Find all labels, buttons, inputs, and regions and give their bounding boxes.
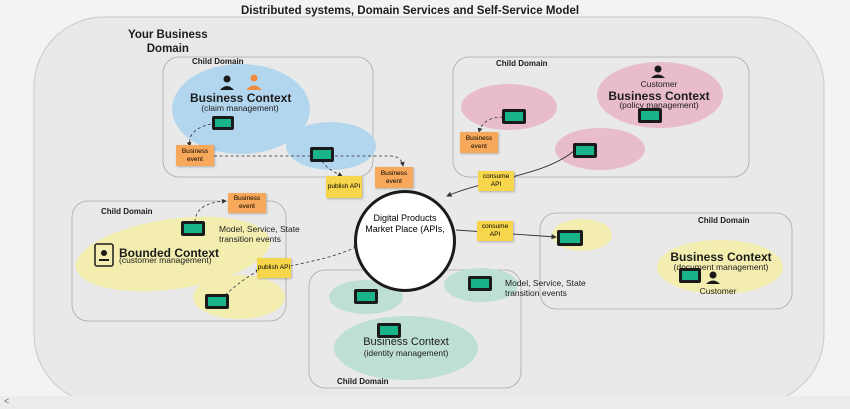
policy-context-title: Business Context [608,89,710,103]
publish-api-note: publish API [257,258,291,278]
identity-context-blob [334,316,478,380]
business-domain-title-line1: Your Business [128,29,208,41]
connector-customer-service-to-publish [224,269,261,296]
child-domain-claims [162,56,374,178]
child-domain-document [539,212,793,310]
connector-customer-monitor-to-event [194,198,227,223]
child-domain-policy [452,56,750,178]
policy-service-blob-1 [461,84,557,130]
child-domain-label: Child Domain [496,59,548,68]
child-domain-label: Child Domain [192,57,244,66]
monitor-icon [377,323,401,338]
document-role: Customer [699,286,737,296]
business-domain-title: Your Business Domain [128,28,208,56]
marketplace-label: Digital Products Market Place (APIs, [365,213,445,234]
monitor-icon [354,289,378,304]
monitor-icon [679,268,701,283]
claims-context-title: Business Context [190,91,292,105]
horizontal-scrollbar[interactable]: < [0,396,850,409]
document-context-title: Business Context [670,250,772,264]
connector-policy-monitor-to-event [477,116,504,133]
publish-api-note: publish API [326,176,362,198]
monitor-icon [573,143,597,158]
monitor-icon [181,221,205,236]
identity-desc-line1: Model, Service, State [505,278,586,288]
customer-context-blob [75,216,271,292]
claims-context-blob [172,64,310,154]
consume-api-note: consume API [478,171,514,191]
customer-context-title: Bounded Context [119,246,219,260]
person-icon [651,65,665,78]
child-domain-label: Child Domain [698,216,750,225]
connector-publish-to-marketplace [289,245,359,267]
connector-policy-consume [446,149,576,197]
policy-context-subtitle: (policy management) [619,100,699,110]
consume-api-note: consume API [477,221,513,241]
monitor-icon [205,294,229,309]
person-icon [246,74,262,90]
policy-context-blob [597,62,723,128]
scroll-left-icon[interactable]: < [4,396,10,406]
monitor-icon [557,230,583,246]
business-event-note: Business event [460,132,498,153]
page-title: Distributed systems, Domain Services and… [240,5,580,17]
marketplace-hub: Digital Products Market Place (APIs, [354,190,456,292]
policy-service-blob-2 [555,128,645,170]
claims-context-subtitle: (claim management) [201,103,279,113]
business-domain-title-line2: Domain [146,43,189,55]
monitor-icon [212,116,234,130]
monitor-icon [638,108,662,123]
business-event-note: Business event [375,167,413,188]
monitor-icon [310,147,334,162]
policy-role: Customer [640,79,678,89]
identity-desc-line2: transition events [505,288,567,298]
child-domain-label: Child Domain [101,207,153,216]
claims-service-blob [286,122,376,170]
monitor-icon [502,109,526,124]
child-domain-label: Child Domain [337,377,389,386]
customer-context-desc: Model, Service, State transition events [219,224,300,244]
monitor-icon [468,276,492,291]
customer-desc-line2: transition events [219,234,281,244]
person-icon [706,271,720,284]
person-icon [220,75,234,90]
connector-claims-event-to-event [214,155,405,167]
business-event-note: Business event [176,145,214,166]
customer-desc-line1: Model, Service, State [219,224,300,234]
customer-context-subtitle: (customer management) [119,255,212,265]
id-badge-icon [94,243,114,267]
identity-context-desc: Model, Service, State transition events [505,278,586,298]
document-context-subtitle: (document management) [673,262,769,272]
business-event-note: Business event [228,193,266,213]
identity-context-title: Business Context [363,336,449,348]
identity-context-subtitle: (identity management) [363,348,449,358]
connector-claims-service-to-publish [321,160,343,177]
